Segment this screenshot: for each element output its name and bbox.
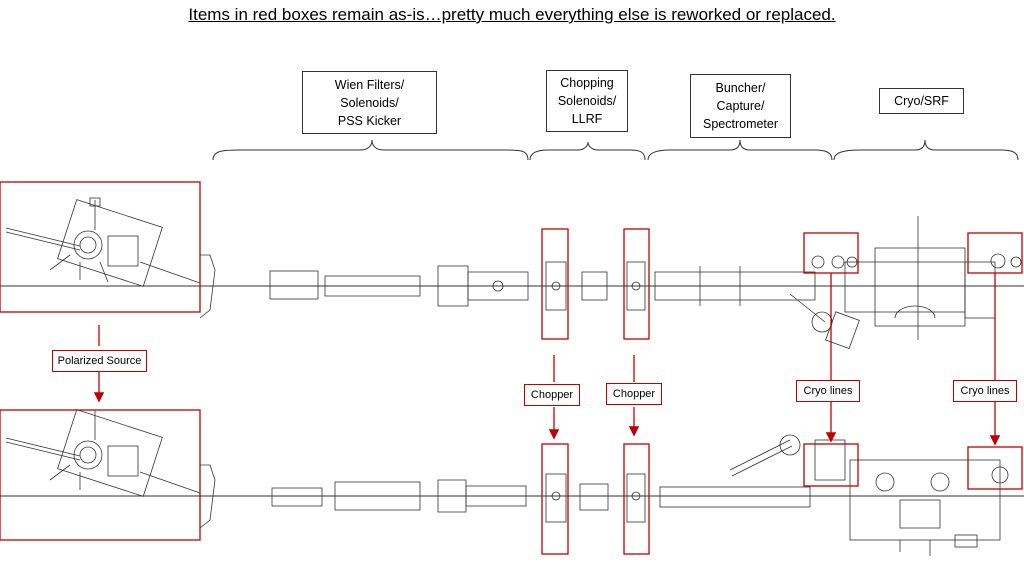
page-title: Items in red boxes remain as-is…pretty m…: [188, 5, 836, 24]
retained-box-chopper-2-top: [623, 228, 650, 340]
beamline-upgraded: [0, 409, 1024, 556]
group-braces: [212, 139, 1019, 161]
note-chopper-1: Chopper: [524, 384, 580, 406]
retained-box-cryo-1-bottom: [803, 443, 859, 487]
group-label-chopping: Chopping Solenoids/ LLRF: [546, 70, 628, 132]
group-label-buncher: Buncher/ Capture/ Spectrometer: [690, 74, 791, 138]
retained-box-chopper-1-top: [541, 228, 569, 340]
retained-box-source-bottom: [0, 409, 201, 541]
retained-item-boxes: [0, 181, 1023, 555]
brace-wien-filters: [212, 139, 529, 161]
brace-chopping: [529, 141, 646, 161]
group-label-cryo-srf: Cryo/SRF: [879, 88, 964, 114]
retained-box-source-top: [0, 181, 201, 313]
note-chopper-2: Chopper: [606, 383, 662, 405]
brace-buncher: [647, 139, 833, 161]
note-polarized-source: Polarized Source: [52, 350, 147, 372]
retained-box-chopper-1-bottom: [541, 443, 569, 555]
retained-box-chopper-2-bottom: [623, 443, 650, 555]
beamline-existing: [0, 197, 1024, 350]
brace-cryo: [833, 139, 1019, 161]
note-cryo-lines-1: Cryo lines: [796, 380, 860, 402]
group-label-wien-filters: Wien Filters/ Solenoids/ PSS Kicker: [302, 71, 437, 134]
source-chamber-outline: [57, 199, 163, 287]
note-cryo-lines-2: Cryo lines: [953, 380, 1017, 402]
retained-box-cryo-2-bottom: [967, 446, 1023, 490]
retained-box-cryo-1-top: [803, 232, 859, 274]
arrows: [93, 273, 1001, 446]
